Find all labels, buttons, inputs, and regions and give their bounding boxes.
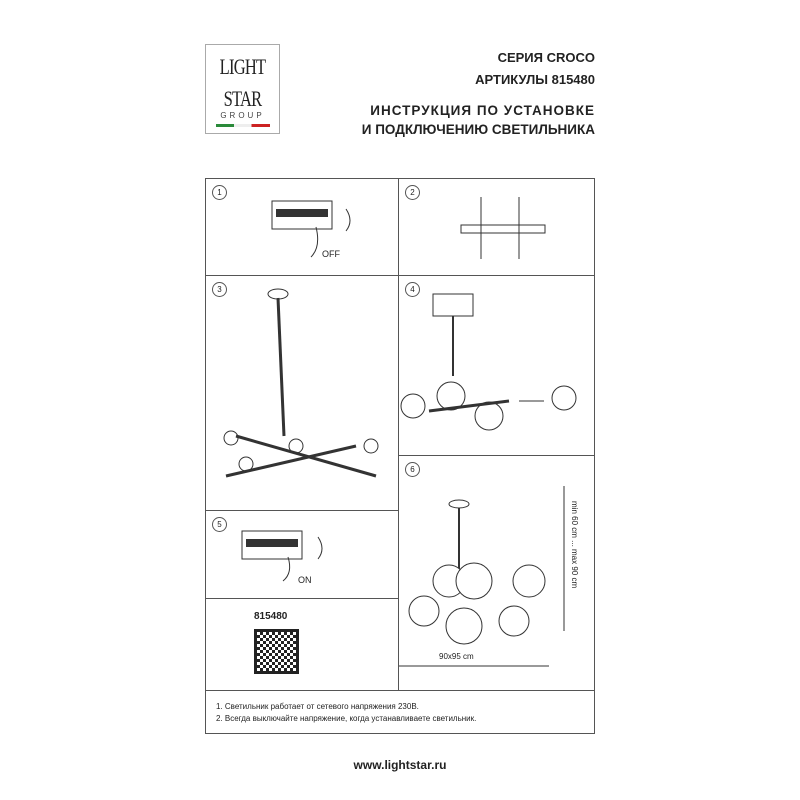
dimensions-illustration bbox=[399, 486, 565, 667]
bulb-installation-illustration bbox=[400, 293, 577, 431]
step-5-panel: 5 ON bbox=[205, 510, 399, 599]
height-dimension: min 60 cm ... max 90 cm bbox=[570, 501, 579, 589]
on-label: ON bbox=[298, 575, 312, 585]
note: 2. Всегда выключайте напряжение, когда у… bbox=[216, 714, 477, 723]
step-number: 2 bbox=[405, 185, 420, 200]
step-number: 5 bbox=[212, 517, 227, 532]
off-label: OFF bbox=[322, 249, 340, 259]
step-number: 4 bbox=[405, 282, 420, 297]
flag-stripe bbox=[215, 124, 270, 127]
article-panel: 815480 bbox=[205, 598, 399, 691]
step-number: 1 bbox=[212, 185, 227, 200]
step-number: 6 bbox=[405, 462, 420, 477]
lightstar-logo: LIGHT STAR GROUP bbox=[205, 44, 280, 134]
switch-off-illustration bbox=[271, 200, 351, 258]
logo-text: STAR bbox=[223, 86, 263, 111]
website-link[interactable]: www.lightstar.ru bbox=[353, 758, 447, 772]
title-line1: ИНСТРУКЦИЯ ПО УСТАНОВКЕ bbox=[370, 103, 595, 118]
step-2-panel: 2 bbox=[398, 178, 595, 276]
switch-on-illustration bbox=[241, 530, 323, 582]
notes-panel: 1. Светильник работает от сетевого напря… bbox=[205, 690, 595, 734]
step-3-panel: 3 bbox=[205, 275, 399, 511]
qr-code-icon[interactable] bbox=[254, 629, 299, 674]
step-4-panel: 4 bbox=[398, 275, 595, 456]
step-6-panel: 6 min 60 cm ... max 90 cm 90x95 cm bbox=[398, 455, 595, 691]
series: СЕРИЯ CROCO bbox=[497, 50, 595, 65]
note: 1. Светильник работает от сетевого напря… bbox=[216, 702, 419, 711]
width-dimension: 90x95 cm bbox=[439, 652, 474, 661]
logo-text: LIGHT bbox=[219, 54, 266, 79]
title-line2: И ПОДКЛЮЧЕНИЮ СВЕТИЛЬНИКА bbox=[361, 122, 595, 137]
articles: АРТИКУЛЫ 815480 bbox=[475, 72, 595, 87]
logo-text: GROUP bbox=[220, 111, 265, 120]
article-number: 815480 bbox=[254, 611, 288, 622]
mounting-plate-illustration bbox=[460, 197, 546, 259]
step-1-panel: 1 OFF bbox=[205, 178, 399, 276]
step-number: 3 bbox=[212, 282, 227, 297]
assembly-illustration bbox=[223, 288, 379, 478]
